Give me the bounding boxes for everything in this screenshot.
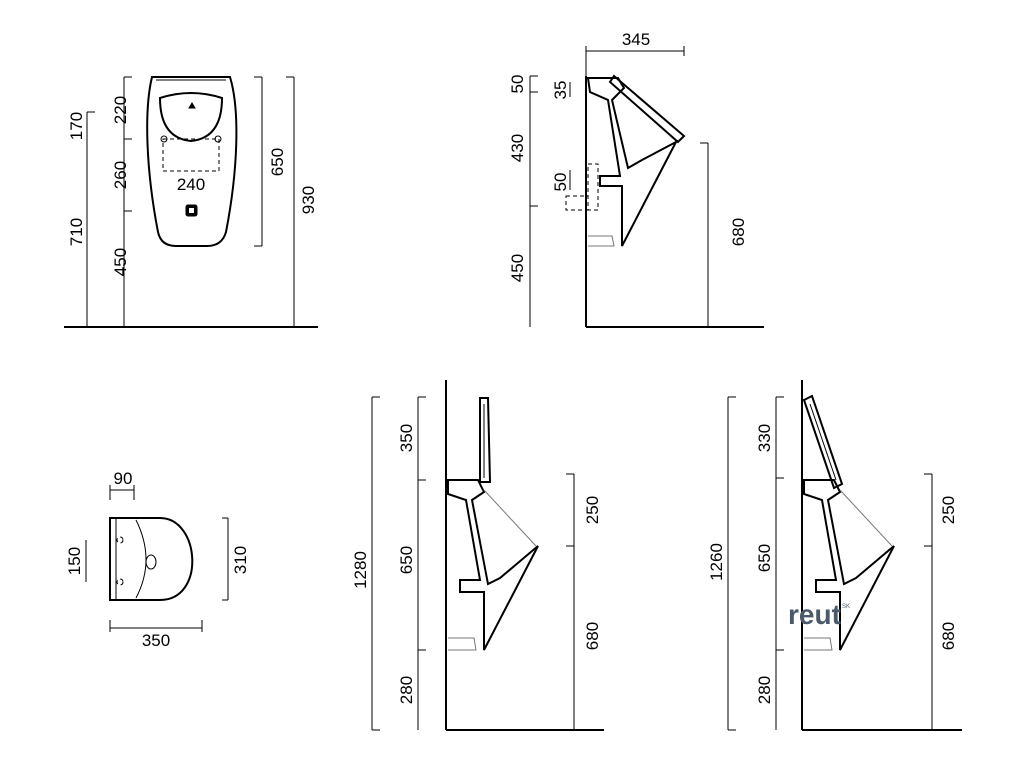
support-bracket	[588, 235, 615, 247]
dim-450-side: 450	[508, 254, 527, 282]
urinal-side-right-profile	[803, 479, 895, 651]
dim-1280: 1280	[351, 551, 370, 589]
plan-view: 90 150 310 350	[65, 469, 250, 650]
fixing-hole	[214, 135, 222, 143]
dim-330-right: 330	[755, 424, 774, 452]
cover-raised	[479, 397, 492, 483]
outlet-dashed	[565, 195, 589, 211]
dim-680-right: 680	[939, 622, 958, 650]
urinal-bowl-opening	[158, 92, 224, 143]
dim-450: 450	[111, 248, 130, 276]
front-view: 220 170 260 240 710 450 650 930	[64, 76, 318, 328]
dim-650: 650	[268, 148, 287, 176]
dim-35: 35	[551, 81, 570, 100]
dim-170: 170	[67, 112, 86, 140]
dim-280-left: 280	[397, 676, 416, 704]
dim-430: 430	[508, 134, 527, 162]
dim-930: 930	[299, 186, 318, 214]
fixing-hole	[160, 135, 168, 143]
side-view-top: 345 50 35 430 50 450 680	[508, 30, 764, 328]
dim-710: 710	[67, 218, 86, 246]
flush-sensor-icon	[188, 102, 196, 109]
dim-310: 310	[231, 546, 250, 574]
pipe-dashed	[587, 163, 599, 211]
dim-650-left: 650	[397, 546, 416, 574]
dim-150: 150	[65, 547, 84, 575]
dim-345: 345	[622, 30, 650, 49]
support-bracket	[804, 637, 833, 651]
dim-1260: 1260	[707, 543, 726, 581]
dim-350-left: 350	[397, 424, 416, 452]
plan-fixing-hole	[116, 578, 124, 586]
support-bracket	[448, 637, 477, 651]
dim-680-left: 680	[583, 622, 602, 650]
dim-220: 220	[111, 96, 130, 124]
fixing-area-dashed	[162, 138, 220, 172]
side-view-right: reut SK 1260 330 650 280 250 680	[707, 380, 962, 731]
plan-bowl-curve	[135, 519, 147, 599]
outlet-inner	[189, 208, 194, 213]
side-view-left: 1280 350 650 280 250 680	[351, 380, 604, 731]
dim-260: 260	[111, 161, 130, 189]
plan-fixing-hole	[116, 536, 124, 544]
dim-250-left: 250	[583, 496, 602, 524]
dim-90: 90	[114, 469, 133, 488]
dim-240: 240	[177, 175, 205, 194]
reut-watermark-logo: reut	[788, 599, 841, 630]
dim-650-right: 650	[755, 544, 774, 572]
spray-line	[839, 489, 893, 547]
urinal-cover-open	[608, 74, 686, 144]
cover-inner	[809, 403, 837, 481]
dim-50-mid: 50	[551, 173, 570, 192]
urinal-side-profile	[586, 77, 679, 247]
cover-tilted	[802, 394, 844, 490]
urinal-side-left-profile	[447, 479, 539, 651]
urinal-front-outline	[146, 76, 238, 247]
dim-250-right: 250	[939, 496, 958, 524]
plan-drain	[145, 554, 157, 570]
spray-line	[483, 489, 537, 547]
dim-50-top: 50	[508, 75, 527, 94]
dim-680-side: 680	[729, 218, 748, 246]
dim-280-right: 280	[755, 676, 774, 704]
urinal-plan-outline	[109, 517, 194, 601]
dim-350: 350	[142, 631, 170, 650]
reut-watermark-sup: SK	[842, 604, 850, 610]
